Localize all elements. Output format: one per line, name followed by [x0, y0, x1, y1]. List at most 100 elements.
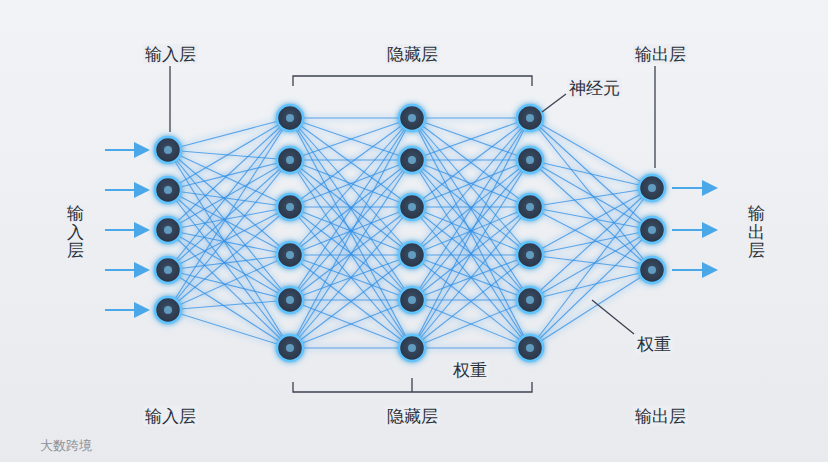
- weight-line: [412, 118, 530, 348]
- neuron: [517, 147, 543, 173]
- weight-line: [168, 207, 290, 310]
- weight-line: [290, 160, 412, 300]
- neuron: [639, 257, 665, 283]
- neuron-core: [164, 186, 172, 194]
- neuron-core: [526, 203, 534, 211]
- neuron-core: [286, 344, 294, 352]
- weight-line: [412, 255, 530, 348]
- neuron-core: [408, 296, 416, 304]
- weight-line: [168, 160, 290, 190]
- weight-line: [412, 207, 530, 348]
- weight-line: [290, 299, 412, 300]
- weight-line: [290, 118, 412, 255]
- weight-line: [290, 160, 412, 207]
- weight-line: [290, 160, 412, 255]
- weight-line: [290, 160, 412, 255]
- layer-label: 输出层: [633, 406, 688, 426]
- watermark: 大数跨境: [38, 438, 94, 454]
- weight-line: [412, 160, 530, 207]
- neuron: [517, 194, 543, 220]
- neuron: [155, 217, 181, 243]
- weight-line: [530, 188, 652, 255]
- weight-line: [168, 118, 290, 310]
- weight-line: [412, 300, 530, 348]
- weight-line: [530, 270, 652, 348]
- weight-line: [412, 118, 530, 300]
- weight-line: [412, 160, 530, 207]
- neuron-core: [164, 306, 172, 314]
- neuron-core: [526, 251, 534, 259]
- weight-line: [412, 207, 530, 255]
- neuron-core: [648, 226, 656, 234]
- neuron-core: [408, 114, 416, 122]
- weight-line: [412, 118, 530, 255]
- neuron: [517, 105, 543, 131]
- weight-line: [412, 118, 530, 207]
- weight-line: [530, 188, 652, 300]
- neuron: [399, 194, 425, 220]
- neuron: [399, 105, 425, 131]
- layer-label: 权重: [451, 360, 489, 380]
- weight-line: [412, 160, 530, 300]
- neuron: [277, 105, 303, 131]
- weight-line: [530, 160, 652, 270]
- neuron: [399, 242, 425, 268]
- weight-line: [530, 230, 652, 348]
- weight-line: [412, 160, 530, 300]
- signal-arrow: [105, 229, 148, 231]
- neuron: [277, 287, 303, 313]
- signal-arrow: [105, 149, 148, 151]
- weight-line: [290, 160, 412, 300]
- weight-line: [168, 160, 290, 230]
- signal-arrow: [672, 229, 716, 231]
- weight-line: [290, 160, 412, 348]
- neuron: [399, 147, 425, 173]
- weight-line: [412, 160, 530, 255]
- neuron-core: [408, 251, 416, 259]
- weight-line: [290, 118, 412, 300]
- weight-line: [290, 160, 412, 207]
- weight-line: [412, 207, 530, 255]
- weight-line: [168, 300, 290, 310]
- weight-line: [168, 207, 290, 270]
- neuron: [155, 177, 181, 203]
- neuron: [277, 194, 303, 220]
- weight-line: [168, 150, 290, 300]
- signal-arrow: [672, 269, 716, 271]
- weight-line: [530, 160, 652, 188]
- weight-line: [290, 118, 412, 207]
- weight-line: [412, 255, 530, 348]
- weight-line: [290, 118, 412, 255]
- weight-line: [168, 270, 290, 300]
- neuron-core: [526, 296, 534, 304]
- layer-label: 隐藏层: [385, 406, 440, 426]
- weight-line: [168, 190, 290, 300]
- neuron-core: [648, 266, 656, 274]
- neuron-core: [286, 156, 294, 164]
- weight-line: [530, 270, 652, 300]
- weight-line: [530, 118, 652, 188]
- weight-line: [290, 118, 412, 348]
- weight-line: [530, 188, 652, 348]
- weight-line: [412, 118, 530, 207]
- weight-line: [168, 190, 290, 207]
- weight-line: [412, 207, 530, 348]
- layer-label: 权重: [635, 334, 673, 354]
- weight-line: [290, 300, 412, 348]
- neuron-core: [164, 146, 172, 154]
- neuron: [639, 217, 665, 243]
- layer-label: 输入层: [143, 44, 198, 64]
- side-label: 输出层: [746, 204, 767, 260]
- weight-line: [530, 230, 652, 255]
- neuron-core: [286, 296, 294, 304]
- weight-line: [168, 255, 290, 270]
- neuron: [277, 147, 303, 173]
- weight-line: [290, 118, 412, 300]
- weight-line: [412, 117, 530, 118]
- weight-line: [290, 347, 412, 348]
- weight-line: [290, 118, 412, 348]
- neuron-core: [526, 156, 534, 164]
- weight-line: [412, 347, 530, 348]
- neuron-core: [408, 344, 416, 352]
- neuron-core: [408, 203, 416, 211]
